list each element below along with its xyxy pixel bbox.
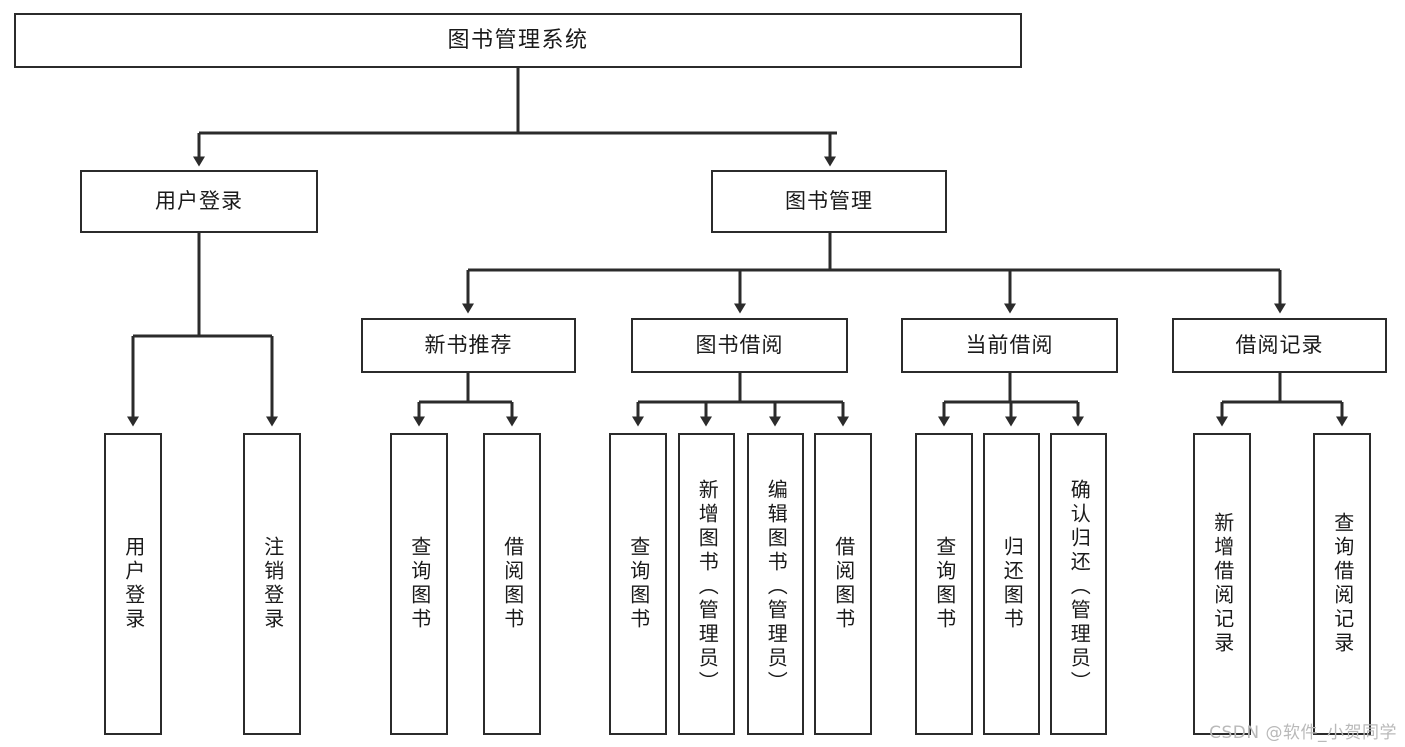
- node-leaf-query-record-label: 查询借阅记录: [1330, 512, 1355, 656]
- node-leaf-add-book[interactable]: 新增图书（管理员）: [678, 433, 735, 735]
- node-root[interactable]: 图书管理系统: [14, 13, 1022, 68]
- node-leaf-confirm-return[interactable]: 确认归还（管理员）: [1050, 433, 1107, 735]
- node-leaf-add-book-label: 新增图书（管理员）: [695, 479, 720, 695]
- node-new-book-rec-label: 新书推荐: [424, 333, 513, 358]
- node-leaf-query-book-2[interactable]: 查询图书: [609, 433, 667, 735]
- node-leaf-user-login[interactable]: 用户登录: [104, 433, 162, 735]
- node-user-login[interactable]: 用户登录: [80, 170, 318, 233]
- node-leaf-borrow-book-1[interactable]: 借阅图书: [483, 433, 541, 735]
- node-leaf-return-book[interactable]: 归还图书: [983, 433, 1040, 735]
- node-leaf-borrow-book-2-label: 借阅图书: [831, 536, 856, 632]
- node-leaf-add-record-label: 新增借阅记录: [1210, 512, 1235, 656]
- node-book-borrow[interactable]: 图书借阅: [631, 318, 848, 373]
- node-leaf-query-book-2-label: 查询图书: [626, 536, 651, 632]
- node-leaf-query-record[interactable]: 查询借阅记录: [1313, 433, 1371, 735]
- node-leaf-user-login-label: 用户登录: [121, 536, 146, 632]
- node-leaf-logout[interactable]: 注销登录: [243, 433, 301, 735]
- node-borrow-record[interactable]: 借阅记录: [1172, 318, 1387, 373]
- node-current-borrow[interactable]: 当前借阅: [901, 318, 1118, 373]
- node-new-book-rec[interactable]: 新书推荐: [361, 318, 576, 373]
- node-leaf-logout-label: 注销登录: [260, 536, 285, 632]
- node-leaf-query-book-3-label: 查询图书: [932, 536, 957, 632]
- node-user-login-label: 用户登录: [155, 189, 243, 214]
- node-book-manage[interactable]: 图书管理: [711, 170, 947, 233]
- node-leaf-add-record[interactable]: 新增借阅记录: [1193, 433, 1251, 735]
- node-root-label: 图书管理系统: [447, 27, 589, 53]
- node-leaf-query-book-1-label: 查询图书: [407, 536, 432, 632]
- node-leaf-query-book-1[interactable]: 查询图书: [390, 433, 448, 735]
- node-leaf-borrow-book-1-label: 借阅图书: [500, 536, 525, 632]
- node-leaf-edit-book[interactable]: 编辑图书（管理员）: [747, 433, 804, 735]
- node-book-borrow-label: 图书借阅: [695, 333, 784, 358]
- node-current-borrow-label: 当前借阅: [965, 333, 1054, 358]
- node-leaf-confirm-return-label: 确认归还（管理员）: [1067, 479, 1092, 695]
- node-leaf-borrow-book-2[interactable]: 借阅图书: [814, 433, 872, 735]
- node-leaf-return-book-label: 归还图书: [1000, 536, 1025, 632]
- node-leaf-query-book-3[interactable]: 查询图书: [915, 433, 973, 735]
- node-book-manage-label: 图书管理: [785, 189, 873, 214]
- node-leaf-edit-book-label: 编辑图书（管理员）: [764, 479, 789, 695]
- node-borrow-record-label: 借阅记录: [1235, 333, 1324, 358]
